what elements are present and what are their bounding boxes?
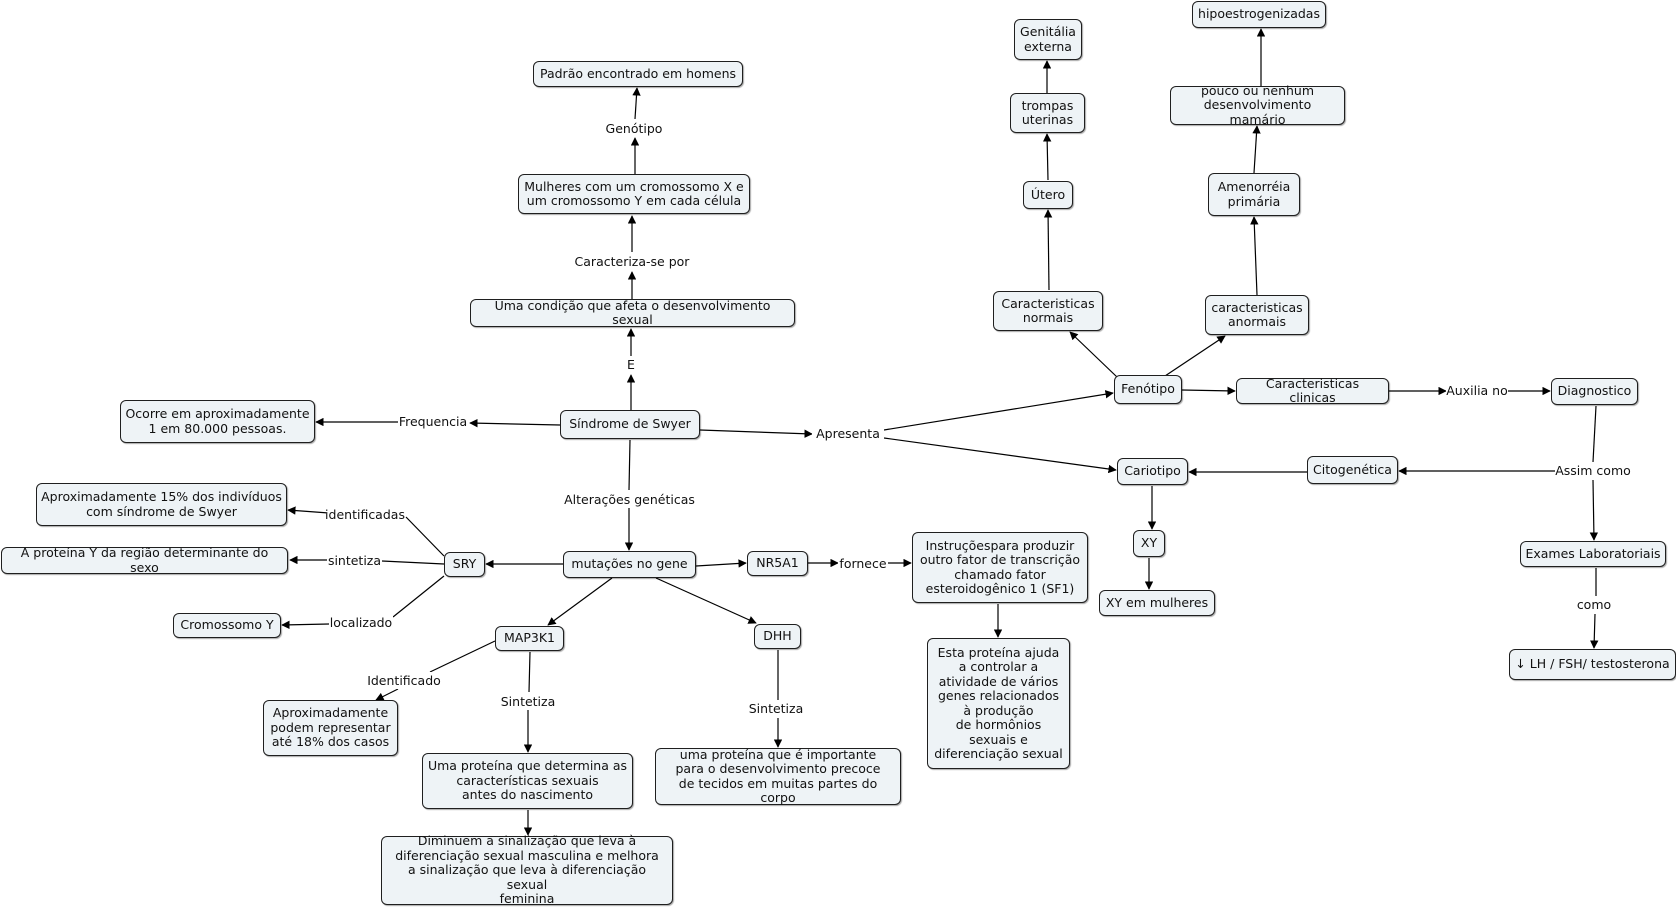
node-lh-fsh-testosterona: ↓ LH / FSH/ testosterona [1509,649,1676,680]
link-sintetiza-sry: sintetiza [327,552,382,569]
connector-11 [405,516,445,557]
connector-41 [1181,386,1236,396]
connector-36 [1042,133,1052,181]
node-instrucoes-sf1: Instruçõespara produzir outro fator de t… [912,532,1088,603]
node-sry: SRY [444,552,485,577]
node-mutacoes-no-gene: mutações no gene [563,551,696,578]
node-pouco-desenvolvimento: pouco ou nenhum desenvolvimento mamário [1170,83,1345,127]
connector-31 [883,390,1114,431]
connector-6 [469,418,561,428]
node-padrao-homens: Padrão encontrado em homens [533,61,743,87]
node-cariotipo: Cariotipo [1117,458,1188,485]
link-identificadas: identificadas [325,506,405,523]
connector-8 [628,439,631,491]
link-frequencia: Frequencia [398,412,468,430]
link-localizado: localizado [329,614,393,631]
node-proteina-y: A proteína Y da região determinante do s… [1,545,288,574]
link-alteracoes-geneticas: Alterações genéticas [562,490,697,508]
node-trompas-uterinas: trompas uterinas [1010,93,1085,133]
node-genitalia-externa: Genitália externa [1014,19,1082,60]
connector-39 [1252,125,1261,174]
node-uma-proteina-determina: Uma proteína que determina as caracterís… [422,753,633,809]
node-exames-laboratoriais: Exames Laboratoriais [1520,541,1666,567]
connector-30 [699,429,813,438]
connector-34 [1164,335,1226,377]
link-e: E [621,356,641,372]
link-fornece: fornece [838,555,888,572]
node-ocorre-frequencia: Ocorre em aproximadamente 1 em 80.000 pe… [120,400,315,443]
node-sindrome-de-swyer: Síndrome de Swyer [560,410,700,439]
link-auxilia-no: Auxilia no [1446,382,1508,399]
node-caracteristicas-normais: Caracteristicas normais [993,291,1103,331]
node-aproximadamente-18: Aproximadamente podem representar até 18… [263,700,398,756]
connector-5 [632,87,641,120]
connector-38 [1250,216,1259,296]
link-sintetiza-dhh: Sintetiza [747,700,805,717]
connector-44 [1592,405,1597,463]
connector-22 [429,640,496,673]
connector-32 [883,437,1117,474]
node-caracteristicas-anormais: caracteristicas anormais [1205,295,1309,335]
connector-49 [1589,479,1599,541]
connector-35 [1043,209,1053,291]
connector-17 [695,559,747,568]
node-caracteristicas-clinicas: Caracteristicas clinicas [1236,376,1389,405]
node-citogenetica: Citogenética [1307,456,1398,484]
node-amenorreia-primaria: Amenorréia primária [1208,173,1300,216]
node-condicao: Uma condição que afeta o desenvolvimento… [470,298,795,327]
connector-21 [547,577,613,626]
node-diminuem-sinalizacao: Diminuem a sinalização que leva à difere… [381,834,673,906]
node-dhh: DHH [754,624,801,649]
node-fenotipo: Fenótipo [1114,375,1182,404]
link-sintetiza-map3k1: Sintetiza [499,693,557,710]
link-genotipo: Genótipo [602,119,666,137]
node-xy: XY [1133,530,1165,557]
link-apresenta: Apresenta [812,425,884,442]
connector-23 [375,688,399,701]
link-caracteriza-se-por: Caracteriza-se por [572,252,692,270]
node-mulheres-xy: Mulheres com um cromossomo X e um cromos… [518,174,750,214]
node-hipoestrogenizadas: hipoestrogenizadas [1192,1,1326,28]
link-identificado: Identificado [366,672,442,689]
link-como: como [1575,596,1613,613]
node-xy-em-mulheres: XY em mulheres [1099,590,1215,616]
node-cromossomo-y: Cromossomo Y [173,613,281,638]
node-utero: Útero [1023,181,1073,209]
connector-33 [1069,331,1118,378]
node-nr5a1: NR5A1 [747,551,808,576]
node-map3k1: MAP3K1 [495,626,564,651]
connector-27 [655,577,757,624]
connector-24 [528,651,531,693]
connector-51 [1590,613,1599,649]
node-uma-proteina-importante: uma proteína que é importante para o des… [655,747,901,805]
node-diagnostico: Diagnostico [1551,378,1638,405]
node-esta-proteina: Esta proteína ajuda a controlar a ativid… [927,638,1070,769]
link-assim-como: Assim como [1555,462,1631,479]
connector-13 [381,560,445,565]
connector-16 [281,620,330,630]
connector-15 [392,575,445,618]
node-aproximadamente-15: Aproximadamente 15% dos indivíduos com s… [36,483,287,526]
